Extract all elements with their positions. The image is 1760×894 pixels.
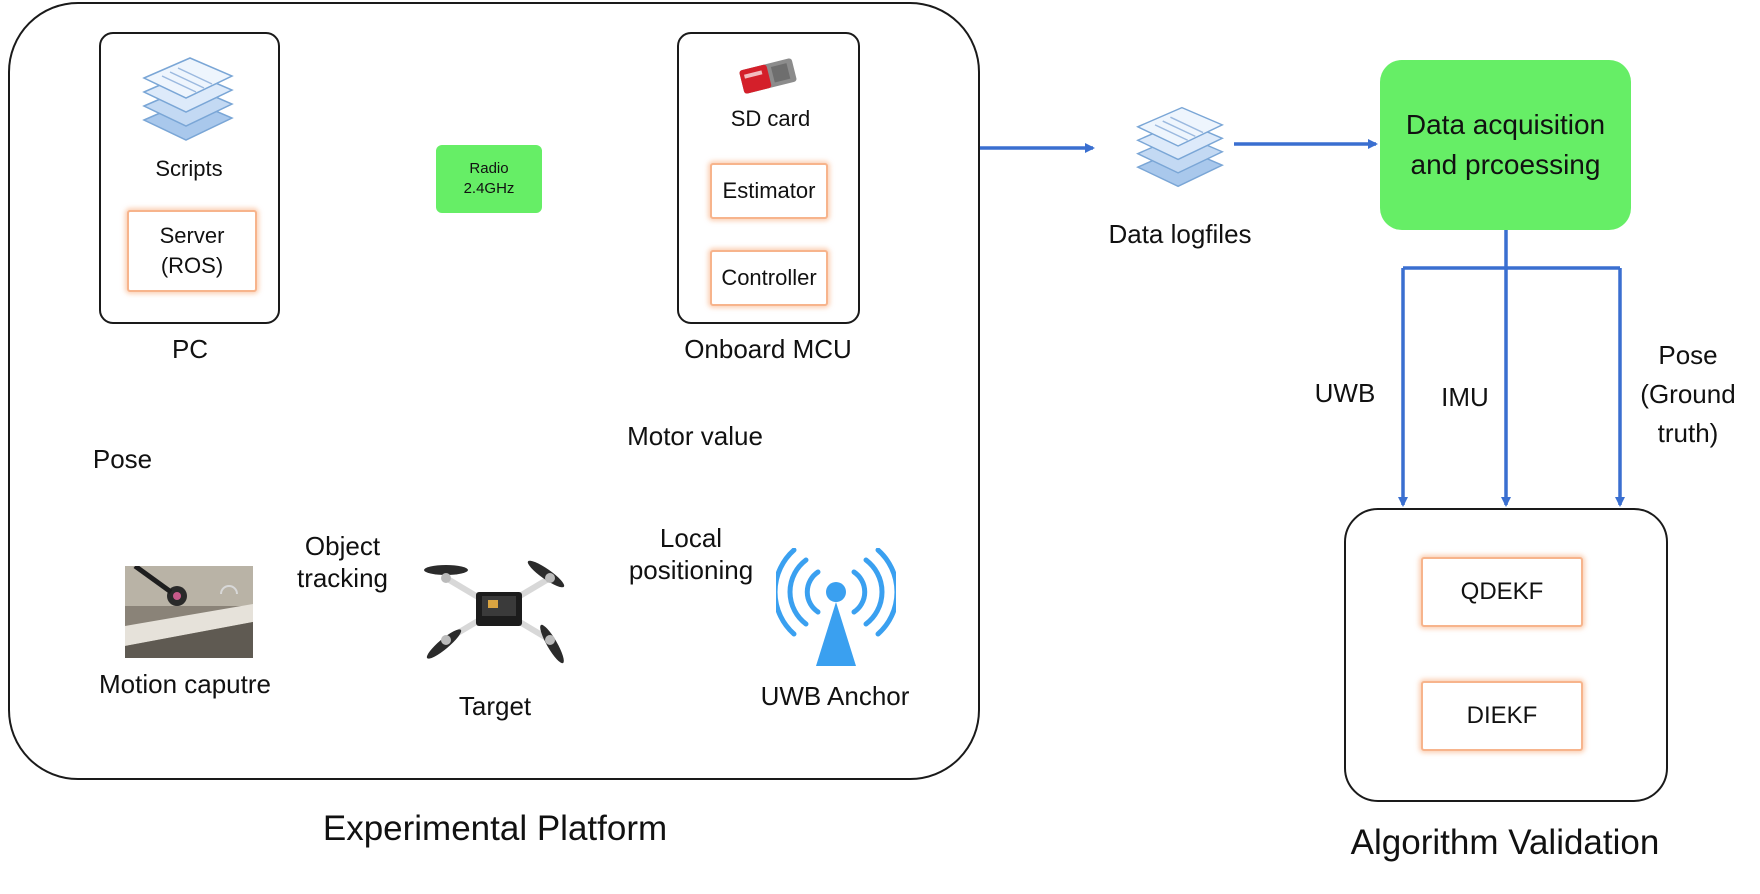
object-tracking-line2: tracking (296, 563, 389, 593)
diekf-box: DIEKF (1421, 681, 1583, 751)
uwb-branch-label: UWB (1314, 378, 1376, 408)
acquisition-line2: and prcoessing (1410, 149, 1601, 180)
radio-module: Radio 2.4GHz (436, 145, 542, 213)
qdekf-box: QDEKF (1421, 557, 1583, 627)
radio-label: Radio (469, 160, 509, 177)
pose-line3: truth) (1657, 418, 1719, 448)
motion-capture-camera-photo (125, 566, 253, 658)
data-logfiles-doc-stack-icon (1136, 106, 1224, 188)
server-ros-box: Server (ROS) (127, 210, 257, 292)
qdekf-label: QDEKF (1460, 578, 1544, 605)
diekf-label: DIEKF (1466, 702, 1538, 729)
uwb-anchor-icon (776, 548, 896, 666)
pose-ground-truth-label: Pose (Ground truth) (1618, 336, 1758, 453)
estimator-box: Estimator (710, 163, 828, 219)
uwb-anchor-label: UWB Anchor (760, 681, 910, 711)
pose-line2: (Ground (1640, 379, 1736, 409)
scripts-doc-stack-icon (142, 57, 234, 141)
data-acquisition-box: Data acquisition and prcoessing (1380, 60, 1631, 230)
estimator-label: Estimator (722, 178, 816, 203)
motion-capture-label: Motion caputre (99, 669, 271, 699)
object-tracking-label: Object tracking (275, 530, 410, 594)
object-tracking-line1: Object (304, 531, 381, 561)
pose-label: Pose (92, 444, 153, 474)
data-logfiles-label: Data logfiles (1108, 219, 1252, 249)
experimental-platform-title: Experimental Platform (322, 809, 668, 848)
controller-box: Controller (710, 250, 828, 306)
algorithm-validation-box (1344, 508, 1668, 802)
local-positioning-line2: positioning (628, 555, 754, 585)
sd-card-label: SD card (730, 106, 811, 131)
ros-label: (ROS) (160, 253, 224, 278)
target-label: Target (458, 691, 532, 721)
controller-label: Controller (721, 265, 817, 290)
onboard-mcu-caption: Onboard MCU (684, 334, 852, 364)
motor-value-label: Motor value (627, 421, 763, 451)
pose-line1: Pose (1658, 340, 1718, 370)
radio-frequency-label: 2.4GHz (463, 180, 515, 197)
local-positioning-label: Local positioning (606, 522, 776, 586)
sd-card-icon (739, 58, 797, 94)
local-positioning-line1: Local (659, 523, 723, 553)
branch-line (1403, 230, 1620, 270)
acquisition-line1: Data acquisition (1405, 109, 1606, 140)
quadrotor-drone-icon (424, 560, 565, 664)
imu-branch-label: IMU (1441, 382, 1489, 412)
pc-caption: PC (171, 334, 209, 364)
algorithm-validation-title: Algorithm Validation (1350, 823, 1660, 862)
server-label: Server (159, 223, 225, 248)
scripts-label: Scripts (155, 156, 223, 181)
